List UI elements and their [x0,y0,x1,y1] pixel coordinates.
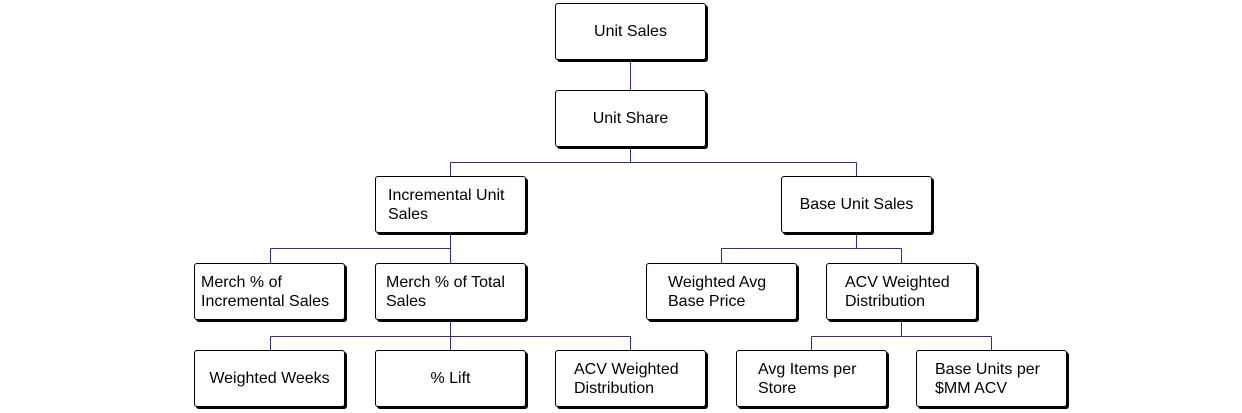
node-label: Avg Items per Store [758,360,857,397]
node-weighted-weeks: Weighted Weeks [194,350,345,407]
node-base-units-per-mm-acv: Base Units per $MM ACV [916,350,1067,407]
node-acv-weighted-distribution-merch: ACV Weighted Distribution [555,350,706,407]
node-label: Base Units per $MM ACV [935,360,1040,397]
node-merch-pct-incremental: Merch % of Incremental Sales [194,263,345,320]
node-unit-sales: Unit Sales [555,3,706,60]
node-label: % Lift [430,370,471,387]
node-label: Weighted Weeks [209,370,330,387]
node-label: ACV Weighted Distribution [845,273,950,310]
node-label: Merch % of Total Sales [386,273,505,310]
node-label: Merch % of Incremental Sales [201,273,330,310]
node-pct-lift: % Lift [375,350,526,407]
node-base-unit-sales: Base Unit Sales [781,176,932,233]
node-label: Unit Share [592,110,669,127]
node-label: Weighted Avg Base Price [668,273,767,310]
node-label: Incremental Unit Sales [388,186,505,223]
node-weighted-avg-base-price: Weighted Avg Base Price [646,263,797,320]
node-unit-share: Unit Share [555,90,706,147]
node-label: Unit Sales [594,23,667,40]
node-label: ACV Weighted Distribution [574,360,679,397]
node-acv-weighted-distribution-base: ACV Weighted Distribution [826,263,977,320]
node-merch-pct-total: Merch % of Total Sales [375,263,526,320]
node-label: Base Unit Sales [799,196,914,213]
node-avg-items-per-store: Avg Items per Store [736,350,887,407]
node-incremental-unit-sales: Incremental Unit Sales [375,176,526,233]
